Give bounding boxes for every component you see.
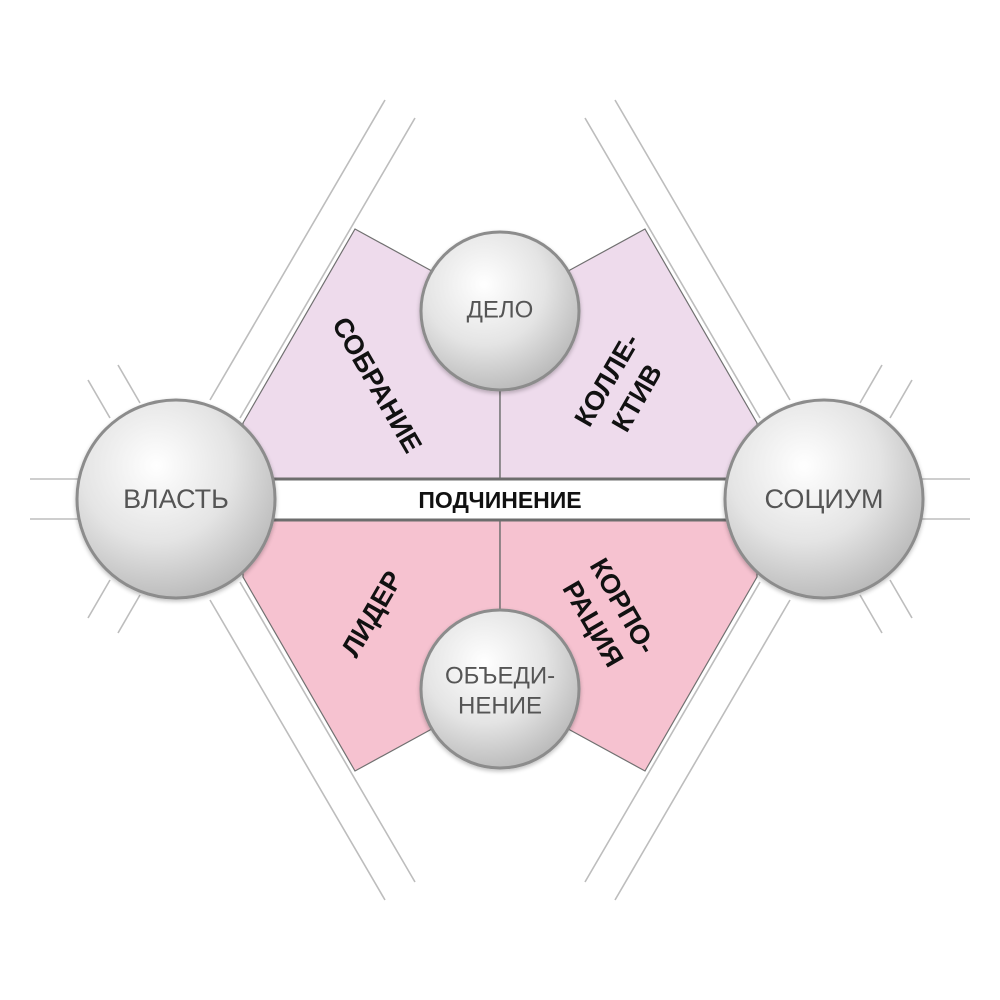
guide-lines [30, 99, 970, 901]
node-label-obyedinenie-line2: НЕНИЕ [458, 693, 542, 720]
node-label-vlast: ВЛАСТЬ [123, 484, 229, 514]
node-label-socium: СОЦИУМ [765, 484, 884, 514]
node-socium: СОЦИУМ [723, 398, 925, 600]
node-delo: ДЕЛО [419, 230, 581, 392]
node-label-delo: ДЕЛО [467, 297, 534, 324]
node-label-obyedinenie-line1: ОБЪЕДИ- [445, 663, 555, 690]
node-vlast: ВЛАСТЬ [75, 398, 277, 600]
band-label: ПОДЧИНЕНИЕ [418, 487, 581, 513]
node-obyedinenie: ОБЪЕДИ- НЕНИЕ [419, 608, 581, 770]
